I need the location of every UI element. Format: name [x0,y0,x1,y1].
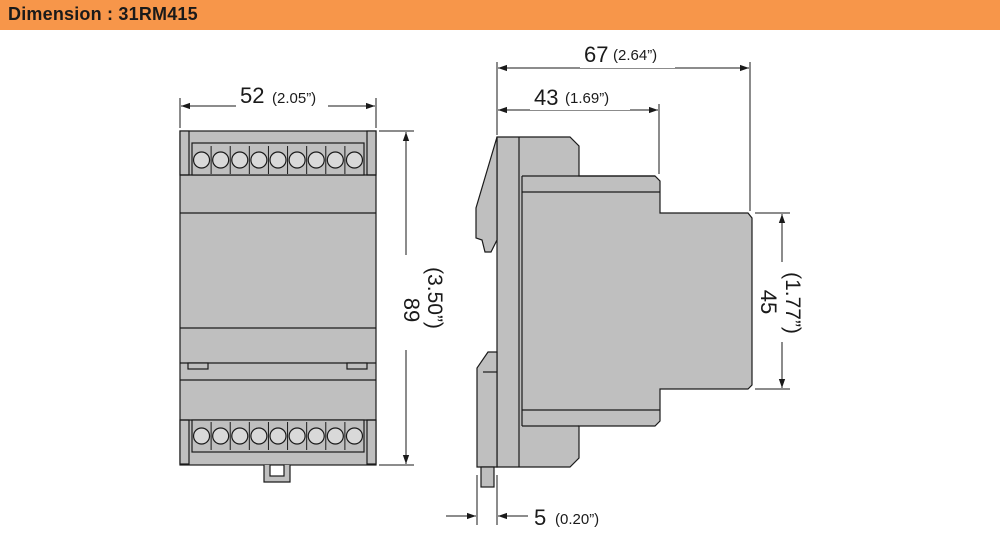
side-height-inch: (1.77”) [781,272,804,334]
din-latch [480,466,495,488]
header-bar: Dimension : 31RM415 [0,0,1000,30]
front-width-inch: (2.05”) [272,90,316,107]
terminal-screw [326,151,344,169]
terminal-screw [231,427,249,445]
terminal-screw [212,427,230,445]
terminal-screw [288,151,306,169]
din-hook-bottom [476,351,498,468]
terminal-screw [231,151,249,169]
rail-offset-inch: (0.20”) [555,511,599,528]
terminal-screw [192,151,211,169]
terminal-screw [326,427,344,445]
side-body [496,136,753,468]
terminal-screw [269,427,287,445]
terminal-screw [307,151,325,169]
side-partial-inch: (1.69”) [565,90,609,107]
terminal-screw [212,151,230,169]
terminal-screw [288,427,306,445]
front-height-inch: (3.50”) [423,267,446,329]
side-total-value: 67 [584,42,608,67]
front-height-value: 89 [399,298,424,322]
front-view [179,130,377,483]
terminal-screw [269,151,287,169]
top-terminals [192,146,364,174]
side-partial-value: 43 [534,85,558,110]
terminal-screw [345,427,364,445]
side-height-value: 45 [756,290,781,314]
rail-offset-dimension [446,475,528,525]
page-title: Dimension : 31RM415 [8,4,198,24]
front-width-value: 52 [240,83,264,108]
terminal-screw [250,151,268,169]
din-hook-top [475,136,498,253]
terminal-screw [345,151,364,169]
rail-offset-value: 5 [534,505,546,530]
terminal-screw [192,427,211,445]
terminal-screw [250,427,268,445]
bottom-terminals [192,422,364,450]
side-view [475,136,753,488]
front-body [179,130,377,466]
side-total-inch: (2.64”) [613,47,657,64]
terminal-screw [307,427,325,445]
